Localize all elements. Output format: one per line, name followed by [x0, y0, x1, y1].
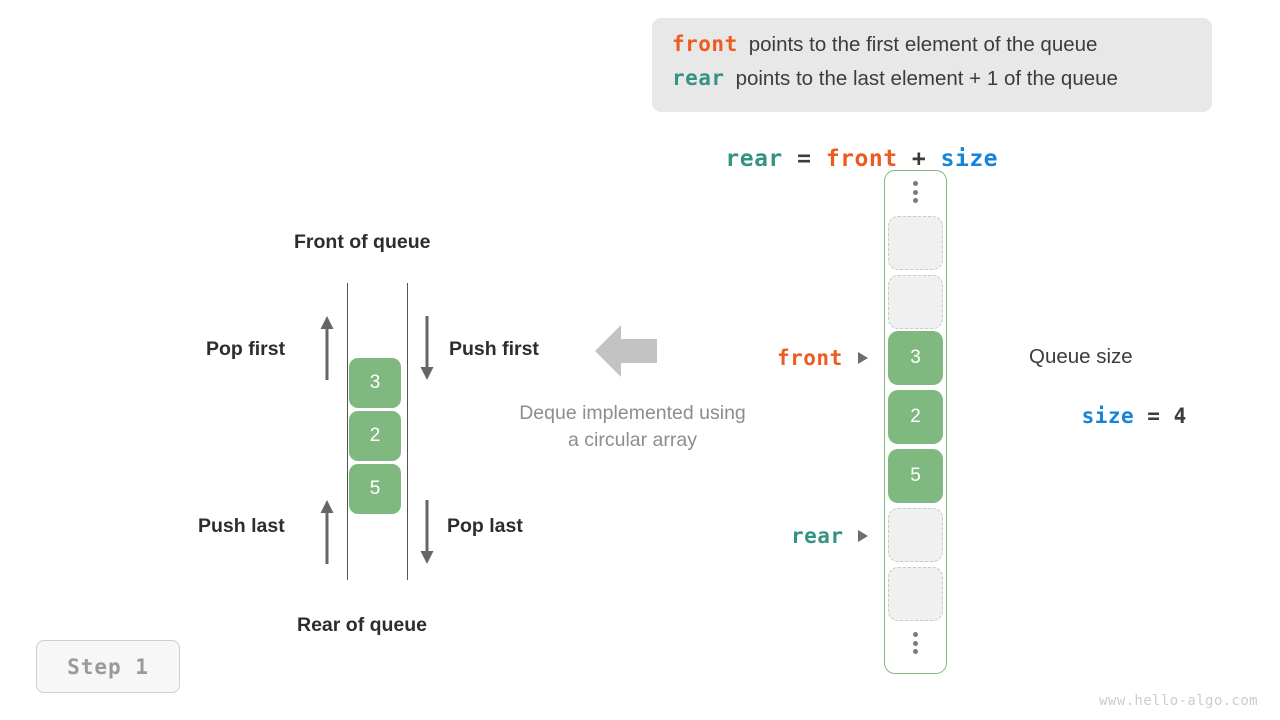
array-slot-filled: 3 — [888, 331, 943, 385]
formula-rear-equals-front-plus-size: rear = front + size — [668, 120, 998, 198]
legend-keyword-front: front — [672, 32, 738, 56]
legend-row-rear: rear points to the last element + 1 of t… — [672, 66, 1192, 100]
array-pointer-rear-caret-icon — [858, 530, 868, 542]
array-slot-empty — [888, 216, 943, 270]
deque-cell: 5 — [349, 464, 401, 514]
deque-rear-label: Rear of queue — [297, 614, 428, 636]
legend-row-front: front points to the first element of the… — [672, 32, 1192, 66]
deque-rail-right — [407, 283, 409, 580]
legend-keyword-rear: rear — [672, 66, 725, 90]
push-first-arrow-icon — [418, 316, 436, 380]
array-pointer-rear-label: rear — [791, 524, 844, 548]
op-label-push-first: Push first — [449, 338, 539, 360]
formula-size: size — [940, 146, 999, 172]
legend-box: front points to the first element of the… — [652, 18, 1212, 112]
queue-size-equals: = — [1134, 404, 1174, 428]
formula-equals: = — [782, 146, 826, 172]
watermark: www.hello-algo.com — [1099, 693, 1258, 709]
step-badge: Step 1 — [36, 640, 180, 693]
caption-line-1: Deque implemented using — [519, 402, 746, 424]
formula-front: front — [825, 146, 898, 172]
deque-rail-left — [347, 283, 349, 580]
array-slot-empty — [888, 508, 943, 562]
op-label-pop-first: Pop first — [206, 338, 286, 360]
pop-last-arrow-icon — [418, 500, 436, 564]
array-ellipsis-top-icon — [911, 181, 919, 203]
legend-text-rear: points to the last element + 1 of the qu… — [735, 67, 1118, 90]
diagram-caption: Deque implemented using a circular array — [480, 400, 785, 454]
array-slot-empty — [888, 567, 943, 621]
array-pointer-front-label: front — [777, 346, 843, 370]
op-label-pop-last: Pop last — [447, 515, 523, 537]
pop-first-arrow-icon — [318, 316, 336, 380]
array-slot-filled: 5 — [888, 449, 943, 503]
legend-text-front: points to the first element of the queue — [748, 33, 1098, 56]
mapping-arrow-left-icon — [595, 325, 657, 377]
array-slot-empty — [888, 275, 943, 329]
queue-size-expression: size = 4 — [1029, 380, 1187, 452]
array-ellipsis-bottom-icon — [911, 632, 919, 654]
deque-cell: 2 — [349, 411, 401, 461]
formula-plus: + — [897, 146, 941, 172]
queue-size-variable: size — [1081, 404, 1135, 428]
op-label-push-last: Push last — [198, 515, 285, 537]
formula-rear: rear — [725, 146, 783, 172]
deque-front-label: Front of queue — [294, 231, 431, 253]
caption-line-2: a circular array — [568, 429, 697, 451]
queue-size-title: Queue size — [1029, 345, 1133, 368]
push-last-arrow-icon — [318, 500, 336, 564]
array-pointer-front-caret-icon — [858, 352, 868, 364]
array-slot-filled: 2 — [888, 390, 943, 444]
deque-cell: 3 — [349, 358, 401, 408]
queue-size-value: 4 — [1173, 404, 1187, 428]
